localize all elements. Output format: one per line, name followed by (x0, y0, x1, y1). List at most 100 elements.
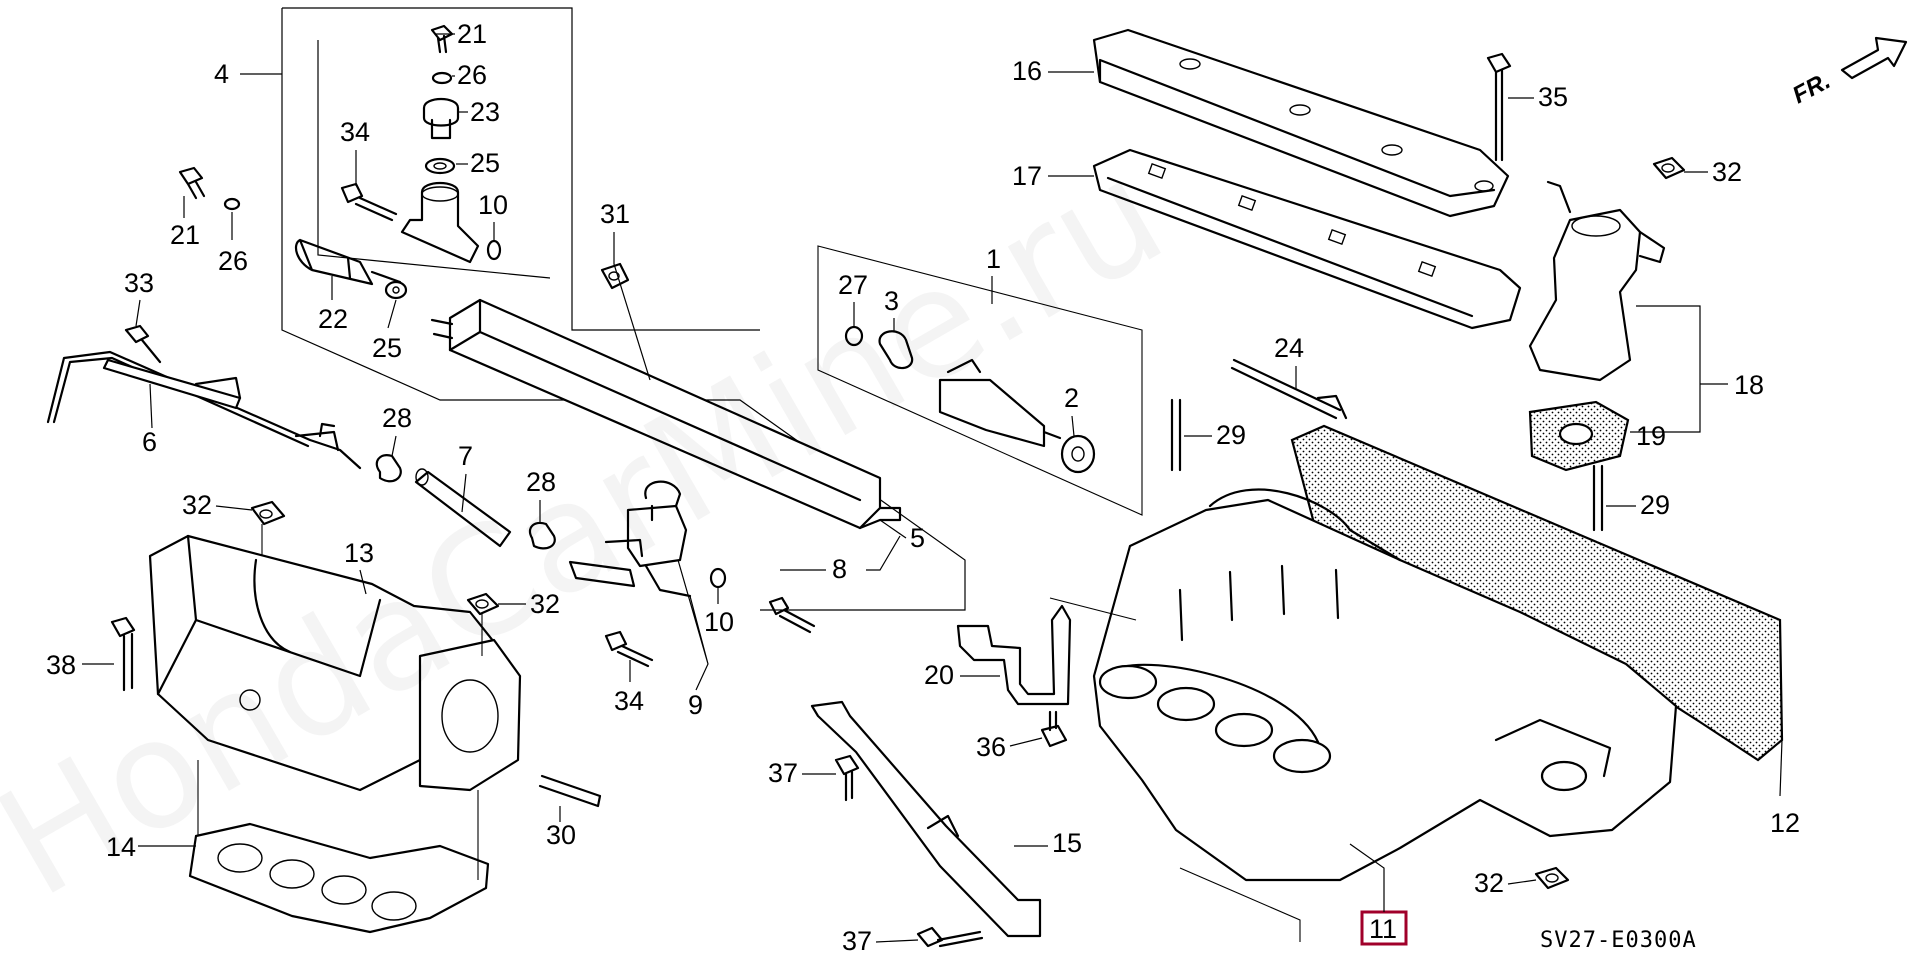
stud-24 (1230, 358, 1348, 420)
bolt-33 (124, 324, 162, 364)
callout-21: 21 (457, 19, 487, 49)
bolt-21-lower (178, 166, 206, 200)
clamp-28-left (375, 454, 402, 483)
callout-10: 10 (478, 190, 508, 220)
injector-1 (938, 358, 1062, 448)
stud-29-left (1170, 398, 1182, 472)
clamp-28-right (528, 521, 556, 550)
stud-29-right (1592, 464, 1604, 532)
bolt-34-lower (604, 630, 654, 668)
group-bracket-4 (281, 7, 966, 611)
bolt-35 (1486, 52, 1512, 162)
callout-31: 31 (600, 199, 630, 229)
egr-valve-18 (1528, 180, 1666, 382)
pressure-regulator-body (400, 181, 480, 264)
callout-9: 9 (688, 690, 703, 720)
callout-34-lower: 34 (614, 686, 644, 716)
injector-22 (294, 238, 402, 286)
callout-18: 18 (1734, 370, 1764, 400)
washer-10-upper (486, 239, 502, 261)
callout-13: 13 (344, 538, 374, 568)
callout-32-manifold: 32 (1474, 868, 1504, 898)
callout-36: 36 (976, 732, 1006, 762)
assembly-lines (197, 524, 1301, 942)
callout-34: 34 (340, 117, 370, 147)
gasket-14 (188, 822, 490, 934)
callout-15: 15 (1052, 828, 1082, 858)
callout-25-lower: 25 (372, 333, 402, 363)
seal-ring-2 (1060, 434, 1096, 474)
callout-33: 33 (124, 268, 154, 298)
callout-14: 14 (106, 832, 136, 862)
direction-label: FR. (1788, 67, 1835, 109)
callout-27: 27 (838, 270, 868, 300)
callout-labels: 4 21 26 23 25 34 10 21 26 22 25 33 (46, 19, 1800, 956)
washer-10-lower (709, 567, 727, 589)
callout-30: 30 (546, 820, 576, 850)
throttle-flange (418, 638, 522, 792)
cushion-ring-3 (878, 330, 914, 370)
washer-25-lower (384, 280, 408, 300)
gasket-17 (1092, 148, 1522, 330)
callout-6: 6 (142, 427, 157, 457)
head-cover-16 (1092, 28, 1510, 218)
fuel-rail-8 (430, 298, 902, 530)
washer-25-upper (424, 157, 456, 175)
callout-28: 28 (382, 403, 412, 433)
callout-19: 19 (1636, 421, 1666, 451)
nut-32-egr (1652, 156, 1686, 180)
fuel-pipe-6 (46, 350, 362, 470)
callout-26-lower: 26 (218, 246, 248, 276)
callout-26: 26 (457, 60, 487, 90)
callout-28-right: 28 (526, 467, 556, 497)
nut-32-chamber (250, 500, 286, 526)
bolt-37-upper (834, 754, 860, 802)
callout-38: 38 (46, 650, 76, 680)
callout-17: 17 (1012, 161, 1042, 191)
washer-26-lower (223, 197, 241, 211)
diagram-code: SV27-E0300A (1540, 928, 1697, 953)
callout-29-right: 29 (1640, 490, 1670, 520)
fuel-hose-7 (414, 468, 512, 548)
callout-20: 20 (924, 660, 954, 690)
callout-1: 1 (986, 244, 1001, 274)
bracket-20 (956, 604, 1072, 706)
bolt-37-lower (916, 926, 984, 948)
callout-12: 12 (1770, 808, 1800, 838)
nut-32-flange (466, 592, 500, 616)
front-direction-indicator: FR. (1788, 36, 1908, 109)
callout-2: 2 (1064, 383, 1079, 413)
callout-5: 5 (910, 523, 925, 553)
intake-manifold-11 (1092, 424, 1784, 882)
group-frame-1 (817, 245, 1143, 516)
callout-7: 7 (458, 441, 473, 471)
callout-25: 25 (470, 148, 500, 178)
callout-22: 22 (318, 304, 348, 334)
callout-23: 23 (470, 97, 500, 127)
screw-8 (768, 596, 816, 634)
callout-4: 4 (214, 59, 229, 89)
washer-26-upper (431, 71, 453, 85)
callout-10-lower: 10 (704, 607, 734, 637)
pressure-regulator-9 (568, 480, 692, 598)
callout-32: 32 (182, 490, 212, 520)
bolt-34-upper (340, 182, 398, 222)
callout-35: 35 (1538, 82, 1568, 112)
callout-8: 8 (832, 554, 847, 584)
callout-32-egr: 32 (1712, 157, 1742, 187)
callout-11: 11 (1369, 914, 1397, 944)
callout-29: 29 (1216, 420, 1246, 450)
cap-23 (422, 97, 460, 140)
o-ring-27 (844, 325, 864, 347)
stud-30 (538, 774, 602, 808)
callout-32-flange: 32 (530, 589, 560, 619)
callout-24: 24 (1274, 333, 1304, 363)
callout-16: 16 (1012, 56, 1042, 86)
gasket-19 (1528, 400, 1630, 472)
callout-21-lower: 21 (170, 220, 200, 250)
bolt-38 (110, 616, 136, 692)
bolt-21-upper (430, 24, 454, 54)
callout-3: 3 (884, 286, 899, 316)
